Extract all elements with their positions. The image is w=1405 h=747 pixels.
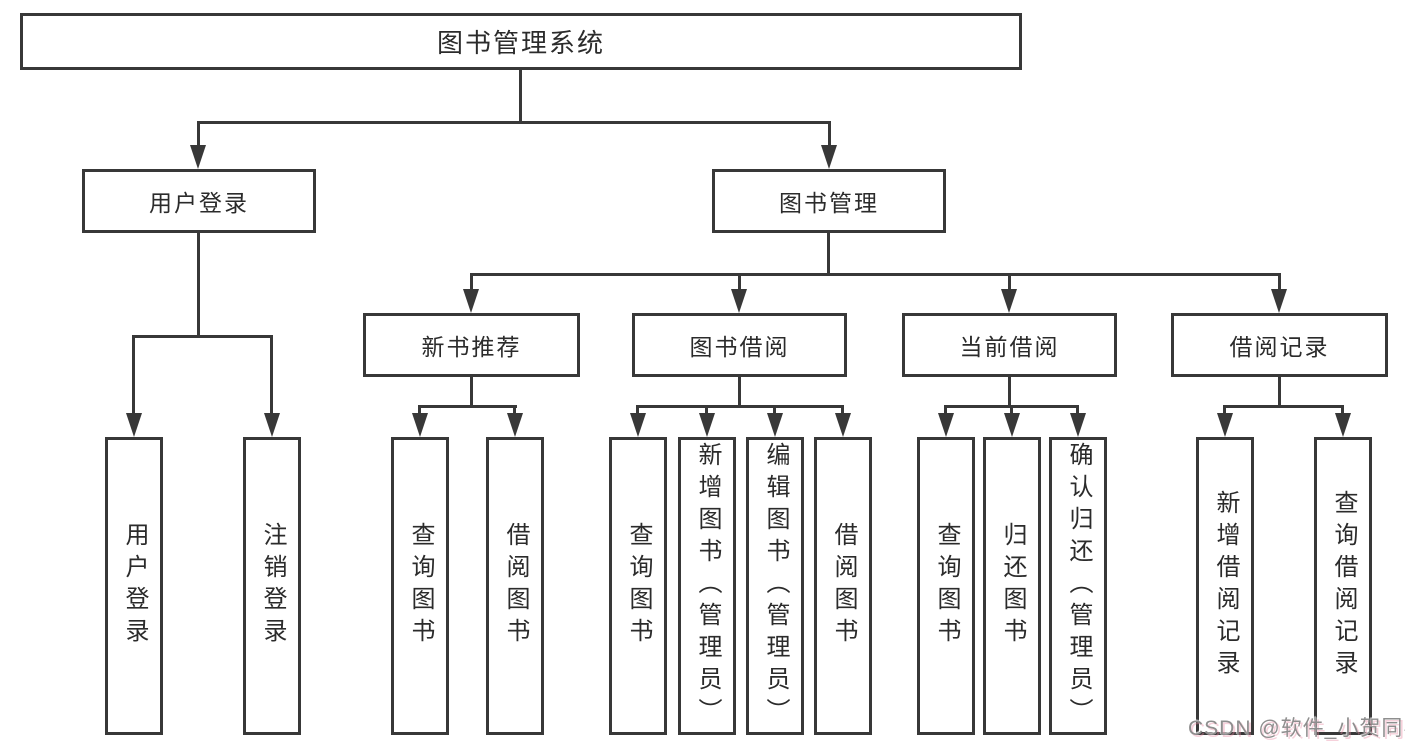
node-label: 新书推荐 <box>421 334 522 360</box>
connector-vline <box>1341 405 1344 415</box>
connector-hline <box>636 405 844 408</box>
node-borrow-books: 借阅图书 <box>814 437 872 735</box>
arrowhead-down <box>264 413 280 437</box>
connector-vline <box>197 121 200 148</box>
node-label: 查询图书 <box>407 522 434 650</box>
connector-vline <box>1008 273 1011 293</box>
node-return-books: 归还图书 <box>983 437 1041 735</box>
connector-vline <box>470 377 473 405</box>
node-label: 查询图书 <box>625 522 652 650</box>
arrowhead-down <box>835 413 851 437</box>
connector-hline <box>132 335 273 338</box>
connector-vline <box>773 405 776 415</box>
node-label: 图书管理系统 <box>436 28 605 58</box>
connector-vline <box>944 405 947 415</box>
node-label: 图书管理 <box>779 190 879 216</box>
arrowhead-down <box>463 289 479 313</box>
connector-vline <box>1076 405 1079 415</box>
node-label: 新增借阅记录 <box>1212 490 1239 682</box>
node-label: 确认归还（管理员） <box>1065 442 1092 730</box>
connector-vline <box>470 273 473 293</box>
arrowhead-down <box>507 413 523 437</box>
arrowhead-down <box>412 413 428 437</box>
node-label: 借阅记录 <box>1229 334 1330 360</box>
node-query-books: 查询图书 <box>391 437 449 735</box>
node-label: 编辑图书（管理员） <box>762 442 789 730</box>
connector-vline <box>1223 405 1226 415</box>
node-library-management-system: 图书管理系统 <box>20 13 1022 70</box>
connector-vline <box>1010 405 1013 415</box>
node-label: 查询图书 <box>933 522 960 650</box>
connector-vline <box>1008 377 1011 405</box>
connector-hline <box>197 121 831 124</box>
node-label: 用户登录 <box>149 190 249 216</box>
arrowhead-down <box>731 289 747 313</box>
connector-vline <box>1278 273 1281 293</box>
node-label: 注销登录 <box>259 522 286 650</box>
connector-vline <box>132 335 135 415</box>
node-query-books: 查询图书 <box>917 437 975 735</box>
connector-hline <box>1223 405 1344 408</box>
node-label: 当前借阅 <box>959 334 1060 360</box>
node-book-borrowing: 图书借阅 <box>632 313 847 377</box>
arrowhead-down <box>1217 413 1233 437</box>
node-edit-books-admin: 编辑图书（管理员） <box>746 437 804 735</box>
connector-vline <box>519 70 522 121</box>
arrowhead-down <box>630 413 646 437</box>
connector-hline <box>418 405 517 408</box>
node-current-borrowing: 当前借阅 <box>902 313 1117 377</box>
node-user-login-leaf: 用户登录 <box>105 437 163 735</box>
arrowhead-down <box>1271 289 1287 313</box>
node-label: 查询借阅记录 <box>1330 490 1357 682</box>
arrowhead-down <box>1335 413 1351 437</box>
connector-hline <box>470 273 1281 276</box>
node-label: 归还图书 <box>999 522 1026 650</box>
arrowhead-down <box>767 413 783 437</box>
arrowhead-down <box>1004 413 1020 437</box>
arrowhead-down <box>1001 289 1017 313</box>
connector-vline <box>1278 377 1281 405</box>
arrowhead-down <box>190 145 206 169</box>
csdn-watermark: CSDN @软件_小贺同学 <box>1188 717 1405 740</box>
connector-vline <box>513 405 516 415</box>
arrowhead-down <box>126 413 142 437</box>
node-label: 图书借阅 <box>689 334 790 360</box>
node-add-borrow-record: 新增借阅记录 <box>1196 437 1254 735</box>
node-logout: 注销登录 <box>243 437 301 735</box>
node-borrow-books: 借阅图书 <box>486 437 544 735</box>
node-new-book-recommendation: 新书推荐 <box>363 313 580 377</box>
connector-vline <box>827 233 830 273</box>
node-label: 用户登录 <box>121 522 148 650</box>
connector-vline <box>705 405 708 415</box>
connector-vline <box>828 121 831 148</box>
connector-vline <box>270 335 273 415</box>
node-label: 新增图书（管理员） <box>694 442 721 730</box>
connector-vline <box>738 377 741 405</box>
node-label: 借阅图书 <box>502 522 529 650</box>
node-add-books-admin: 新增图书（管理员） <box>678 437 736 735</box>
node-query-books: 查询图书 <box>609 437 667 735</box>
node-user-login-branch: 用户登录 <box>82 169 316 233</box>
connector-vline <box>841 405 844 415</box>
arrowhead-down <box>1070 413 1086 437</box>
arrowhead-down <box>938 413 954 437</box>
arrowhead-down <box>699 413 715 437</box>
node-book-management-branch: 图书管理 <box>712 169 946 233</box>
connector-vline <box>738 273 741 293</box>
node-borrowing-records: 借阅记录 <box>1171 313 1388 377</box>
connector-vline <box>418 405 421 415</box>
node-confirm-return-admin: 确认归还（管理员） <box>1049 437 1107 735</box>
arrowhead-down <box>821 145 837 169</box>
node-query-borrow-record: 查询借阅记录 <box>1314 437 1372 735</box>
node-label: 借阅图书 <box>830 522 857 650</box>
connector-vline <box>197 233 200 335</box>
connector-vline <box>636 405 639 415</box>
